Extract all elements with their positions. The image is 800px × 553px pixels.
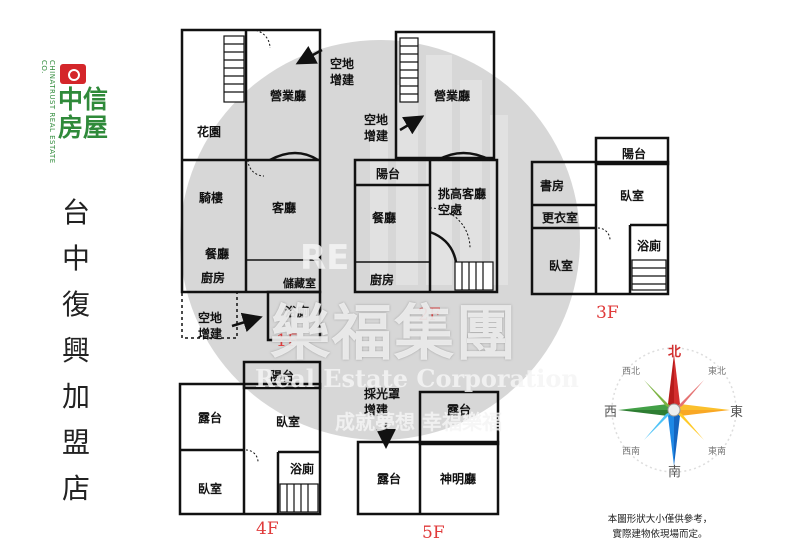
room-3f-balcony: 陽台 [622, 146, 646, 161]
floor-label-1f: 1F [276, 331, 299, 351]
room-1f-dining-room: 餐廳 [205, 246, 229, 261]
compass-southwest: 西南 [622, 445, 640, 457]
watermark-name: 樂福集團 [270, 299, 518, 369]
room-1f-living-room: 客廳 [271, 200, 296, 215]
floor-label-2f: 2F [418, 305, 441, 325]
watermark-slogan: 成就夢想 幸福樂福 [335, 410, 502, 434]
brand-name: 中信房屋 [58, 85, 109, 142]
floor-label-5f: 5F [422, 523, 445, 543]
watermark-buildings [370, 55, 508, 285]
room-3f-bathroom: 浴廁 [637, 238, 661, 253]
floor-3f-walls [530, 136, 670, 296]
room-2f-business-hall: 營業廳 [434, 88, 470, 103]
compass-northeast: 東北 [708, 365, 726, 377]
brand-logo-icon [60, 64, 86, 84]
room-2f-void: 挑高客廳空處 [438, 187, 487, 217]
compass-north: 北 [668, 345, 681, 360]
floor-2f-walls [353, 30, 499, 294]
room-2f-balcony: 陽台 [376, 166, 400, 181]
room-3f-bedroom-1: 臥室 [620, 188, 644, 203]
room-4f-balcony: 陽台 [270, 368, 294, 383]
floor-5f-walls [356, 390, 500, 516]
floor-4f-walls [178, 360, 322, 516]
annotation-arrows [231, 46, 425, 449]
compass-west: 西 [604, 405, 617, 420]
room-1f-business-hall: 營業廳 [270, 88, 306, 103]
room-3f-bedroom-2: 臥室 [549, 258, 573, 273]
disclaimer-line-2: 實際建物依現場而定。 [612, 529, 708, 540]
room-3f-study: 書房 [540, 178, 564, 193]
annot-1f-bottom-extension: 空地增建 [198, 311, 223, 341]
floor-1f-walls [180, 28, 322, 342]
room-5f-terrace-2: 露台 [377, 471, 401, 486]
room-1f-storage: 儲藏室 [282, 276, 316, 290]
room-4f-bedroom-1: 臥室 [276, 414, 300, 429]
branch-title: 台中復興加盟店 [62, 196, 91, 505]
compass-northwest: 西北 [622, 366, 640, 377]
compass-east: 東 [730, 404, 743, 420]
room-3f-closet: 更衣室 [542, 210, 578, 225]
room-1f-arcade: 騎樓 [199, 190, 223, 205]
room-1f-kitchen: 廚房 [201, 270, 225, 285]
brand-latin: CHINATRUST REAL ESTATE CO. [40, 60, 56, 164]
annot-2f-extension: 空地增建 [364, 113, 389, 143]
watermark-english: Real Estate Corporation [255, 364, 579, 393]
disclaimer: 本圖形狀大小僅供參考， 實際建物依現場而定。 [580, 512, 740, 542]
compass-southeast: 東南 [708, 445, 726, 457]
disclaimer-line-1: 本圖形狀大小僅供參考， [607, 514, 713, 525]
room-1f-garden: 花園 [197, 124, 221, 139]
room-5f-shrine-hall: 神明廳 [440, 471, 476, 486]
stairs [223, 35, 667, 513]
room-2f-dining-room: 餐廳 [372, 210, 396, 225]
door-arcs [245, 29, 611, 463]
floor-label-3f: 3F [596, 303, 619, 323]
watermark-logo: RE [300, 238, 350, 278]
room-2f-kitchen: 廚房 [370, 272, 394, 287]
room-4f-bedroom-2: 臥室 [198, 481, 222, 496]
room-5f-terrace-1: 露台 [447, 402, 471, 417]
floor-label-4f: 4F [256, 519, 279, 539]
annot-5f-skylight: 採光罩增建 [364, 387, 401, 417]
room-4f-terrace: 露台 [198, 410, 222, 425]
compass-south: 南 [668, 464, 681, 480]
room-4f-bathroom: 浴廁 [290, 461, 314, 476]
room-1f-bathroom: 浴廁 [285, 304, 309, 319]
compass-rose: 北 南 東 西 東北 西北 東南 西南 [604, 345, 743, 480]
annot-1f-top-extension: 空地增建 [330, 57, 355, 87]
